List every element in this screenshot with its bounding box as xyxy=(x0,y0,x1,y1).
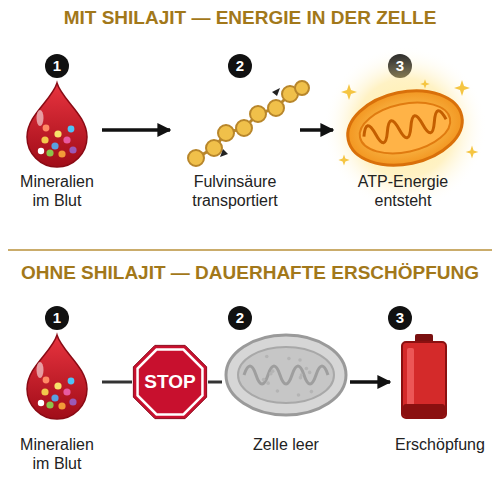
empty-cell xyxy=(298,358,302,362)
callout-number: 1 xyxy=(45,54,69,78)
step-caption: Fulvinsäure transportiert xyxy=(170,172,300,210)
fulvic-chain xyxy=(188,81,309,166)
callout-number: 1 xyxy=(45,306,69,330)
fulvic-chain xyxy=(272,88,280,96)
empty-cell xyxy=(308,371,312,375)
mitochondrion xyxy=(466,146,479,159)
empty-cell xyxy=(287,357,291,361)
callout-circle xyxy=(388,306,412,330)
divider-line xyxy=(8,249,492,251)
battery xyxy=(402,342,446,418)
empty-cell xyxy=(271,369,275,373)
fulvic-chain xyxy=(268,100,284,116)
mitochondrion xyxy=(338,154,349,165)
step-caption: Mineralien im Blut xyxy=(12,435,102,473)
fulvic-chain xyxy=(188,150,204,166)
callout-number: 3 xyxy=(388,54,412,78)
empty-cell xyxy=(244,366,328,384)
fulvic-chain xyxy=(295,81,309,95)
step-caption: Zelle leer xyxy=(222,435,350,454)
fulvic-chain xyxy=(236,120,252,136)
mitochondrion xyxy=(323,46,487,210)
empty-cell xyxy=(266,381,270,385)
empty-cell xyxy=(226,335,346,415)
callout-circle xyxy=(45,54,69,78)
callout-number: 2 xyxy=(228,54,252,78)
callout-number: 3 xyxy=(388,306,412,330)
blood-drop xyxy=(27,83,87,167)
connector-arrow xyxy=(102,128,170,132)
empty-cell xyxy=(299,376,303,380)
mitochondrion xyxy=(323,46,487,210)
battery xyxy=(403,404,445,417)
callout-circle xyxy=(228,306,252,330)
sign-text: STOP xyxy=(144,371,195,394)
stop-ring xyxy=(138,350,203,415)
connector-arrow xyxy=(300,128,333,132)
callout-number: 2 xyxy=(228,306,252,330)
step-node: Fulvinsäure transportiert xyxy=(170,80,300,210)
callout-circle xyxy=(228,54,252,78)
stop-octagon xyxy=(133,345,206,418)
mitochondrion xyxy=(341,81,469,176)
empty-cell xyxy=(265,355,269,359)
step-caption: Mineralien im Blut xyxy=(12,172,102,210)
step-node: Mineralien im Blut xyxy=(12,80,102,210)
mitochondrion xyxy=(338,79,478,165)
stop-sign: STOP xyxy=(132,344,208,420)
fulvic-chain xyxy=(250,106,266,122)
empty-cell xyxy=(262,378,266,382)
empty-cell xyxy=(305,367,309,371)
mitochondrion xyxy=(341,81,469,176)
battery xyxy=(402,334,446,418)
mitochondrion xyxy=(341,84,357,100)
connector-line xyxy=(102,381,132,384)
step-node: Mineralien im Blut xyxy=(12,335,102,473)
battery xyxy=(407,348,414,410)
step-node: Zelle leer xyxy=(222,330,350,454)
empty-cell xyxy=(310,390,314,394)
fulvic-chain xyxy=(206,140,222,156)
empty-cell xyxy=(238,347,334,403)
connector-arrow xyxy=(350,380,390,384)
connector-line xyxy=(208,381,222,384)
empty-cell xyxy=(226,335,346,415)
fulvic-chain xyxy=(220,149,228,157)
step-node: Erschöpfung xyxy=(390,330,490,454)
fulvic-chain xyxy=(218,125,234,141)
fulvic-chain xyxy=(188,81,309,166)
mitochondrion xyxy=(362,109,448,146)
step-caption: ATP-Energie entsteht xyxy=(333,172,473,210)
step-node: ATP-Energie entsteht xyxy=(333,80,473,210)
callout-circle xyxy=(45,306,69,330)
empty-cell xyxy=(262,355,313,397)
mitochondrion xyxy=(420,79,430,89)
step-caption: Erschöpfung xyxy=(390,435,490,454)
mitochondrion xyxy=(454,80,470,96)
blood-drop xyxy=(27,335,87,419)
empty-cell xyxy=(297,393,301,397)
section-heading: OHNE SHILAJIT — DAUERHAFTE ERSCHÖPFUNG xyxy=(21,260,479,286)
mitochondrion xyxy=(355,95,455,161)
empty-cell xyxy=(276,389,280,393)
title: MIT SHILAJIT — ENERGIE IN DER ZELLE xyxy=(64,5,437,31)
